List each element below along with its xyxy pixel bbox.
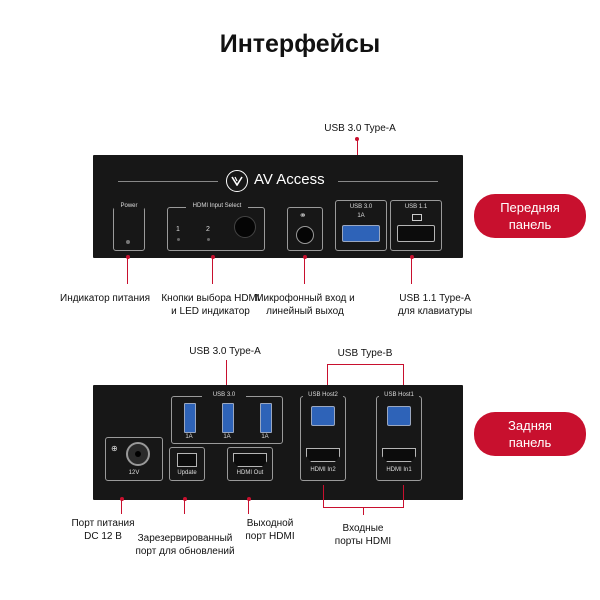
hdmi-select-button[interactable] [234, 216, 256, 238]
leader-line [323, 485, 324, 507]
leader-dot [211, 255, 215, 259]
polarity-icon: ⊕ [111, 444, 118, 453]
hdmi-out-port[interactable] [233, 453, 267, 467]
callout-front-usb30: USB 3.0 Type-A [324, 123, 396, 134]
rear-usb30-port-2[interactable] [222, 403, 234, 433]
led-2 [207, 238, 210, 241]
callout-update-port: Зарезервированный порт для обновлений [135, 533, 235, 557]
rear-panel: USB 3.0 1A 1A 1A ⊕ 12V Update HDMI Out U… [93, 385, 463, 500]
callout-power-indicator: Индикатор питания [60, 293, 150, 304]
callout-power-port: Порт питания DC 12 В [71, 518, 135, 542]
leader-line [327, 364, 404, 365]
update-label: Update [177, 470, 197, 476]
rear-panel-badge: Задняя панель [474, 412, 586, 456]
update-port[interactable] [177, 453, 197, 467]
hdmi-in2-port[interactable] [306, 448, 340, 462]
usb-host2-port[interactable] [311, 406, 335, 426]
leader-dot [247, 497, 251, 501]
callout-usb11: USB 1.1 Type-A для клавиатуры [397, 293, 473, 317]
front-panel-badge: Передняя панель [474, 194, 586, 238]
hdmi-select-frame: HDMI Input Select 1 2 [167, 203, 265, 251]
hdmi-select-2-label: 2 [206, 226, 210, 233]
audio-frame: ⚭ [287, 207, 323, 251]
rear-usb30-frame: USB 3.0 1A 1A 1A [171, 392, 283, 444]
dc-label: 12V [128, 470, 140, 476]
leader-line [327, 364, 328, 388]
front-usb11-frame: USB 1.1 [390, 200, 442, 251]
dc-frame: ⊕ 12V [105, 437, 163, 481]
leader-line [411, 258, 412, 284]
page-title: Интерфейсы [219, 30, 381, 58]
leader-line [304, 258, 305, 284]
front-usb11-port[interactable] [397, 225, 435, 242]
front-usb30-label: USB 3.0 [349, 204, 373, 210]
leader-dot [183, 497, 187, 501]
rear-usb30-current-2: 1A [223, 434, 231, 440]
brand-logo-icon [226, 170, 248, 192]
hdmi-in1-label: HDMI In1 [386, 467, 412, 473]
leader-line [212, 258, 213, 284]
led-1 [177, 238, 180, 241]
front-panel: AV Access Power HDMI Input Select 1 2 ⚭ … [93, 155, 463, 258]
audio-jack[interactable] [296, 226, 314, 244]
leader-line [357, 138, 358, 158]
in2-frame: USB Host2 HDMI In2 [300, 392, 346, 481]
callout-hdmi-buttons: Кнопки выбора HDMI и LED индикатор [161, 293, 260, 317]
divider [338, 181, 438, 182]
rear-usb30-port-3[interactable] [260, 403, 272, 433]
leader-dot [126, 255, 130, 259]
leader-line [127, 258, 128, 284]
usb-host2-label: USB Host2 [303, 392, 343, 398]
leader-dot [355, 137, 359, 141]
leader-dot [410, 255, 414, 259]
brand-name: AV Access [254, 171, 325, 188]
leader-line [248, 500, 249, 514]
front-usb30-frame: USB 3.0 1A [335, 200, 387, 251]
keyboard-icon [412, 214, 422, 221]
hdmi-in1-port[interactable] [382, 448, 416, 462]
divider [118, 181, 218, 182]
callout-usb-b: USB Type-B [337, 348, 393, 359]
rear-usb30-label: USB 3.0 [202, 392, 246, 398]
power-led [126, 240, 130, 244]
dc-power-jack[interactable] [126, 442, 150, 466]
rear-usb30-port-1[interactable] [184, 403, 196, 433]
leader-line [403, 364, 404, 388]
power-frame: Power [113, 203, 145, 251]
rear-usb30-current-3: 1A [261, 434, 269, 440]
usb-host1-label: USB Host1 [379, 392, 419, 398]
callout-hdmi-in: Входные порты HDMI [334, 523, 392, 547]
update-frame: Update [169, 447, 205, 481]
callout-rear-usb30: USB 3.0 Type-A [189, 346, 261, 357]
hdmi-select-1-label: 1 [176, 226, 180, 233]
leader-line [121, 500, 122, 514]
leader-dot [303, 255, 307, 259]
front-usb11-label: USB 1.1 [404, 204, 428, 210]
front-usb30-current: 1A [357, 213, 365, 219]
in1-frame: USB Host1 HDMI In1 [376, 392, 422, 481]
front-usb30-port[interactable] [342, 225, 380, 242]
rear-usb30-current-1: 1A [185, 434, 193, 440]
leader-line [363, 507, 364, 515]
leader-dot [120, 497, 124, 501]
hdmi-out-frame: HDMI Out [227, 447, 273, 481]
hdmi-select-label: HDMI Input Select [186, 203, 248, 209]
hdmi-out-label: HDMI Out [236, 470, 264, 476]
callout-mic: Микрофонный вход и линейный выход [255, 293, 355, 317]
hdmi-in2-label: HDMI In2 [310, 467, 336, 473]
power-label: Power [114, 203, 144, 209]
headset-icon: ⚭ [299, 210, 307, 220]
callout-hdmi-out: Выходной порт HDMI [245, 518, 295, 542]
leader-line [226, 360, 227, 395]
leader-line [403, 485, 404, 507]
usb-host1-port[interactable] [387, 406, 411, 426]
leader-line [184, 500, 185, 514]
